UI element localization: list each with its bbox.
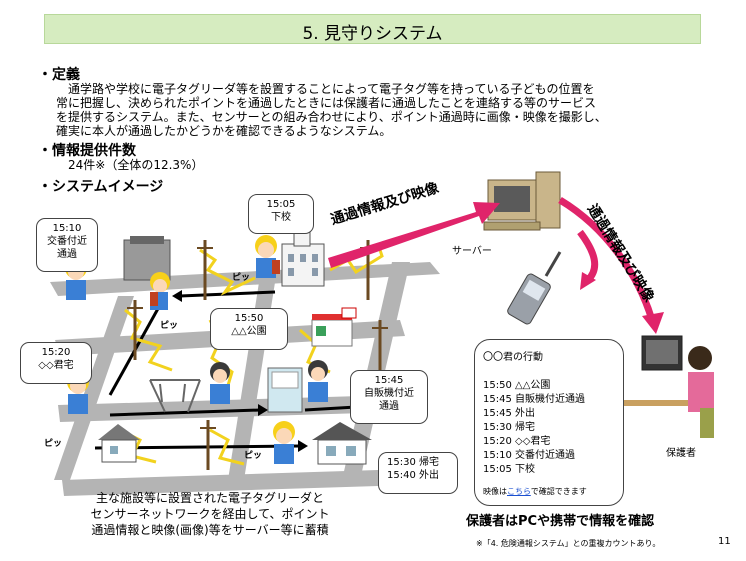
beep-label: ピッ <box>232 273 251 283</box>
callout-return-home: 15:30 帰宅 15:40 外出 <box>378 452 458 494</box>
server-label: サーバー <box>452 246 492 257</box>
callout-vending: 15:45 自販機付近 通過 <box>350 370 428 424</box>
child-icon <box>210 362 230 404</box>
callout-park: 15:50 △△公園 <box>210 308 288 350</box>
bullet: ・ <box>38 179 52 195</box>
callout-place: 自販機付近 <box>364 388 414 399</box>
child-icon <box>150 272 170 310</box>
image-heading: ・システムイメージ <box>38 176 163 196</box>
count-heading: ・情報提供件数 <box>38 140 136 160</box>
phone-message-panel: 〇〇君の行動 15:50 △△公園 15:45 自販機付近通過 15:45 外出… <box>474 339 624 506</box>
callout-place: 通過 <box>379 401 399 412</box>
callout-friend-home: 15:20 ◇◇君宅 <box>20 342 92 384</box>
definition-line: を提供するシステム。また、センサーとの組み合わせにより、ポイント通過時に画像・映… <box>56 110 607 124</box>
school-building-icon <box>281 231 325 287</box>
phone-caption: 保護者はPCや携帯で情報を確認 <box>466 514 655 529</box>
house-icon <box>312 422 372 465</box>
callout-police-box: 15:10 交番付近 通過 <box>36 218 98 272</box>
callout-school: 15:05 下校 <box>248 194 314 234</box>
child-icon <box>255 235 280 278</box>
callout-place: 交番付近 <box>47 236 87 247</box>
log-entry: 15:30 帰宅 <box>483 422 535 433</box>
child-icon <box>273 421 295 464</box>
log-entry: 15:50 △△公園 <box>483 380 551 391</box>
house-icon <box>98 424 140 463</box>
parent-at-pc-icon <box>620 335 714 438</box>
video-link[interactable]: こちら <box>507 487 531 496</box>
beep-label: ピッ <box>244 451 263 461</box>
beep-label: ピッ <box>44 439 63 449</box>
definition-line: 常に把握し、決められたポイントを通過したときには保護者に通過したことを連絡する等… <box>56 96 597 110</box>
bullet: ・ <box>38 67 52 83</box>
title-bar: 5. 見守りシステム <box>44 14 701 44</box>
park-icon <box>149 379 201 413</box>
log-entry: 15:45 自販機付近通過 <box>483 394 585 405</box>
definition-heading: ・定義 <box>38 64 80 84</box>
callout-entry: 15:40 外出 <box>387 470 439 481</box>
footnote: ※「4. 危険通報システム」との重複カウントあり。 <box>476 539 661 548</box>
beep-label: ピッ <box>160 321 179 331</box>
panel-heading: 〇〇君の行動 <box>483 352 543 363</box>
count-value: 24件※（全体の12.3%） <box>68 158 204 172</box>
page-title: 5. 見守りシステム <box>302 24 443 44</box>
definition-heading-text: 定義 <box>52 67 80 83</box>
log-entry: 15:45 外出 <box>483 408 535 419</box>
callout-place: △△公園 <box>231 326 267 337</box>
caption-line: センサーネットワークを経由して、ポイント <box>90 507 330 521</box>
footer-text: で確認できます <box>530 487 587 496</box>
count-heading-text: 情報提供件数 <box>52 143 136 159</box>
callout-time: 15:45 <box>374 375 404 386</box>
callout-entry: 15:30 帰宅 <box>387 457 439 468</box>
image-heading-text: システムイメージ <box>52 179 164 195</box>
callout-place: ◇◇君宅 <box>38 360 74 371</box>
mobile-phone-icon <box>507 251 562 325</box>
caption-line: 主な施設等に設置された電子タグリーダと <box>95 491 324 505</box>
definition-line: 通学路や学校に電子タグリーダ等を設置することによって電子タグ等を持っている子ども… <box>68 82 595 96</box>
bullet: ・ <box>38 143 52 159</box>
child-icon <box>308 360 328 402</box>
callout-place: 下校 <box>271 212 291 223</box>
callout-time: 15:10 <box>52 223 82 234</box>
vending-machine-icon <box>267 367 303 413</box>
main-caption: 主な施設等に設置された電子タグリーダと センサーネットワークを経由して、ポイント… <box>60 490 360 538</box>
definition-line: 確実に本人が通過したかどうかを確認できるようなシステム。 <box>56 124 392 138</box>
log-entry: 15:10 交番付近通過 <box>483 450 575 461</box>
server-icon <box>483 171 561 231</box>
caption-line: 通過情報と映像(画像)等をサーバー等に蓄積 <box>91 523 329 537</box>
panel-footer: 映像はこちらで確認できます <box>483 486 587 497</box>
parent-label: 保護者 <box>666 448 696 459</box>
footer-text: 映像は <box>483 487 507 496</box>
log-entry: 15:05 下校 <box>483 464 535 475</box>
callout-place: 通過 <box>57 249 77 260</box>
road <box>50 262 440 296</box>
data-arrowheads <box>580 272 664 334</box>
callout-time: 15:50 <box>234 313 264 324</box>
callout-time: 15:05 <box>266 199 296 210</box>
data-arrow <box>328 202 500 268</box>
callout-time: 15:20 <box>41 347 71 358</box>
road <box>54 296 134 480</box>
store-icon <box>311 307 357 347</box>
log-entry: 15:20 ◇◇君宅 <box>483 436 551 447</box>
page-number: 11 <box>718 536 731 547</box>
